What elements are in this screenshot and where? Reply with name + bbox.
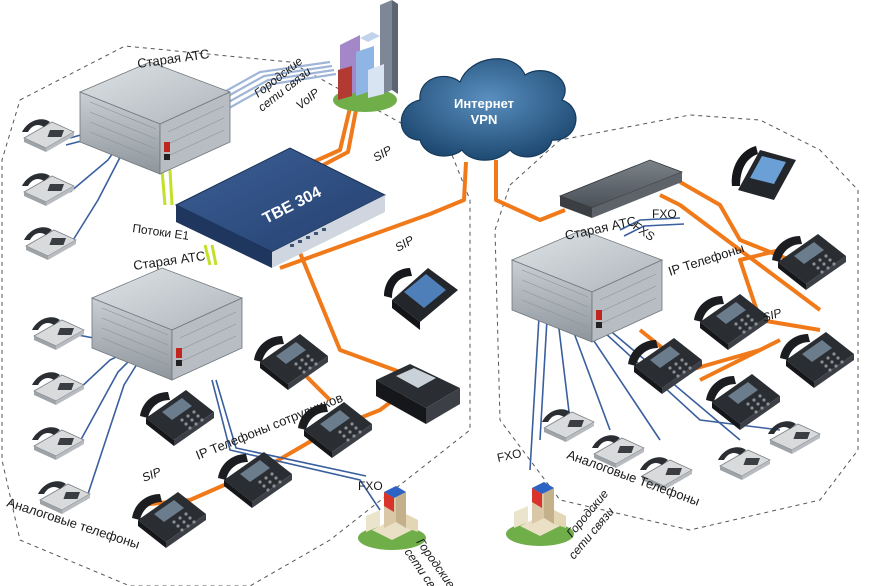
old-pbx-right: [511, 229, 663, 343]
video-ip-phone-left: [384, 268, 458, 330]
ip-phone-left-2: [140, 390, 214, 446]
ip-phone-right-4: [628, 338, 702, 394]
label-sip-mid: SIP: [393, 233, 417, 255]
analog-phone-right-4: [717, 446, 771, 481]
label-ip-phones-right: IP Телефоны: [666, 240, 746, 279]
ip-phone-right-2: [694, 294, 768, 350]
ip-phone-left-5: [132, 492, 206, 548]
label-old-pbx-bottom: Старая АТС: [132, 248, 206, 273]
analog-phone-left-4: [31, 316, 85, 351]
cloud-label-2: VPN: [471, 112, 498, 127]
ip-phone-left-1: [254, 334, 328, 390]
label-fxo-left: FXO: [358, 479, 383, 493]
analog-phone-left-1: [21, 118, 75, 153]
analog-phone-left-2: [21, 172, 75, 207]
cloud-label-1: Интернет: [454, 96, 514, 111]
conference-ip-phone: [376, 364, 460, 424]
analog-phone-right-1: [541, 408, 595, 443]
city-building-left: [358, 486, 426, 550]
old-pbx-top: [79, 61, 231, 175]
e1-links: [160, 169, 218, 266]
analog-phone-left-3: [23, 226, 77, 261]
tbe304-gateway: TBE 304: [174, 147, 387, 268]
city-voip-buildings: [333, 0, 398, 112]
label-sip-left: SIP: [140, 465, 163, 485]
analog-phone-right-5: [767, 420, 821, 455]
label-city-voip-3: VoIP: [293, 86, 322, 113]
label-fxo-right: FXO: [496, 446, 523, 465]
zone-left: [1, 45, 471, 586]
internet-vpn-cloud: Интернет VPN: [400, 58, 577, 161]
label-sip-top: SIP: [371, 143, 395, 165]
label-sip-right: SIP: [761, 306, 784, 325]
zone-right: [494, 114, 859, 531]
label-fxo-gw: FXO: [652, 207, 677, 221]
video-ip-phone-right: [731, 146, 796, 200]
city-building-right: [506, 482, 574, 546]
analog-phone-left-5: [31, 371, 85, 406]
label-old-pbx-top: Старая АТС: [136, 46, 210, 71]
analog-phone-left-6: [31, 426, 85, 461]
ip-phone-right-3: [780, 332, 854, 388]
old-pbx-bottom: [91, 267, 243, 381]
fxo-fxs-gateway: [558, 159, 684, 218]
